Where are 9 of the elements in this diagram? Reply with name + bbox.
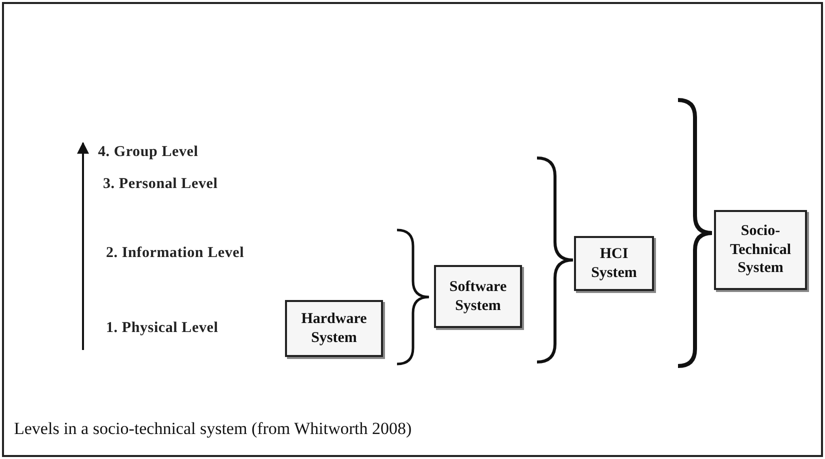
system-box: Hardware System: [285, 300, 383, 357]
level-label: 1. Physical Level: [106, 320, 218, 337]
level-label: 4. Group Level: [98, 144, 198, 161]
caption: Levels in a socio-technical system (from Whitworth 2008): [14, 419, 412, 439]
level-label: 3. Personal Level: [103, 176, 218, 193]
level-label: 2. Information Level: [106, 245, 244, 262]
system-box: Software System: [434, 265, 522, 328]
system-box: HCI System: [574, 236, 654, 291]
system-box: Socio-Technical System: [714, 210, 807, 290]
